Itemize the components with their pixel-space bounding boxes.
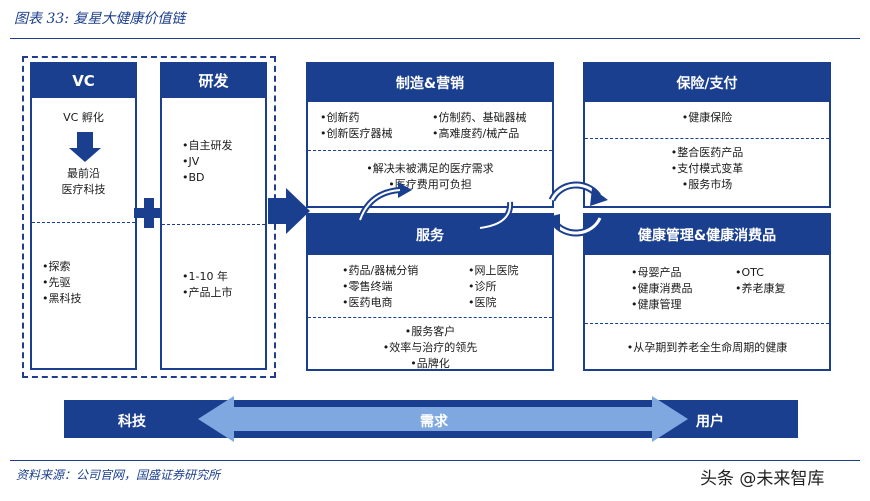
health-mgmt-title: 健康管理&健康消费品 [585,215,829,255]
band-center-label: 需求 [420,414,448,430]
health-mgmt-panel: 健康管理&健康消费品 母婴产品 健康消费品 健康管理 OTC 养老康复 从孕期到… [583,213,831,371]
vc-frontier-line2: 医疗科技 [61,183,106,196]
right-arrow-icon [268,188,310,234]
band-left-label: 科技 [118,414,146,430]
health-mgmt-right-item: OTC [735,265,786,281]
rd-column: 研发 自主研发 JV BD 1-10 年 产品上市 [160,62,267,370]
services-lower-item: 品牌化 [308,356,552,372]
health-mgmt-left-item: 健康管理 [631,297,735,313]
services-title: 服务 [308,215,552,255]
vc-item: 探索 [42,259,135,275]
cycle-arrows-right-icon [544,181,608,237]
manufacturing-left-item: 创新药 [320,110,432,126]
manufacturing-panel: 制造&营销 创新药 创新医疗器械 仿制药、基础器械 高难度药/械产品 解决未被满… [306,62,554,208]
rd-lower-item: 产品上市 [182,285,265,301]
manufacturing-divider [308,150,552,151]
services-right-item: 网上医院 [468,263,519,279]
rd-item: 自主研发 [182,138,265,154]
double-arrow-icon [198,396,688,442]
down-arrow-icon [69,132,101,162]
vc-item: 黑科技 [42,291,135,307]
services-left-item: 医药电商 [342,295,468,311]
services-left-item: 药品/器械分销 [342,263,468,279]
services-divider [308,317,552,318]
health-mgmt-left-item: 健康消费品 [631,281,735,297]
services-lower-item: 服务客户 [308,324,552,340]
manufacturing-lower-item: 解决未被满足的医疗需求 [308,161,552,177]
vc-items: 探索 先驱 黑科技 [32,259,135,307]
watermark: 头条 @未来智库 [700,469,825,489]
band-right-label: 用户 [696,414,724,430]
bottom-rule [10,460,860,461]
vc-item: 先驱 [42,275,135,291]
insurance-lower-item: 服务市场 [585,177,829,193]
services-right-item: 诊所 [468,279,519,295]
insurance-lower-item: 支付模式变革 [585,161,829,177]
rd-lower-items: 1-10 年 产品上市 [162,269,265,301]
rd-item: BD [182,170,265,186]
vc-frontier-line1: 最前沿 [67,167,100,180]
services-panel: 服务 药品/器械分销 零售终端 医药电商 网上医院 诊所 医院 服务客户 效率与… [306,213,554,371]
health-mgmt-lower-item: 从孕期到养老全生命周期的健康 [585,340,829,356]
figure-title: 图表 33: 复星大健康价值链 [14,11,186,27]
insurance-panel: 保险/支付 健康保险 整合医药产品 支付模式变革 服务市场 [583,62,831,208]
services-right-item: 医院 [468,295,519,311]
health-mgmt-left-item: 母婴产品 [631,265,735,281]
vc-divider [32,222,135,223]
manufacturing-title: 制造&营销 [308,64,552,102]
rd-title: 研发 [162,64,265,98]
health-mgmt-divider [585,323,829,324]
manufacturing-right-item: 仿制药、基础器械 [432,110,527,126]
manufacturing-right-item: 高难度药/械产品 [432,126,527,142]
cycle-arrows-left-icon [357,182,514,236]
insurance-title: 保险/支付 [585,64,829,102]
insurance-lower-item: 整合医药产品 [585,145,829,161]
services-lower-item: 效率与治疗的领先 [308,340,552,356]
health-mgmt-right-item: 养老康复 [735,281,786,297]
insurance-item: 健康保险 [585,110,829,126]
plus-icon [134,198,164,228]
manufacturing-left-item: 创新医疗器械 [320,126,432,142]
manufacturing-lower-item: 医疗费用可负担 [308,177,552,193]
vc-incubate: VC 孵化 [63,111,104,124]
insurance-divider [585,138,829,139]
vc-title: VC [32,64,135,98]
rd-lower-item: 1-10 年 [182,269,265,285]
rd-item: JV [182,154,265,170]
top-rule [10,38,860,39]
rd-divider [162,224,265,225]
source-note: 资料来源：公司官网，国盛证券研究所 [16,468,221,482]
rd-items: 自主研发 JV BD [162,138,265,186]
vc-column: VC VC 孵化 最前沿 医疗科技 探索 先驱 黑科技 [30,62,137,370]
services-left-item: 零售终端 [342,279,468,295]
manufacturing-lower: 解决未被满足的医疗需求 医疗费用可负担 [308,161,552,193]
